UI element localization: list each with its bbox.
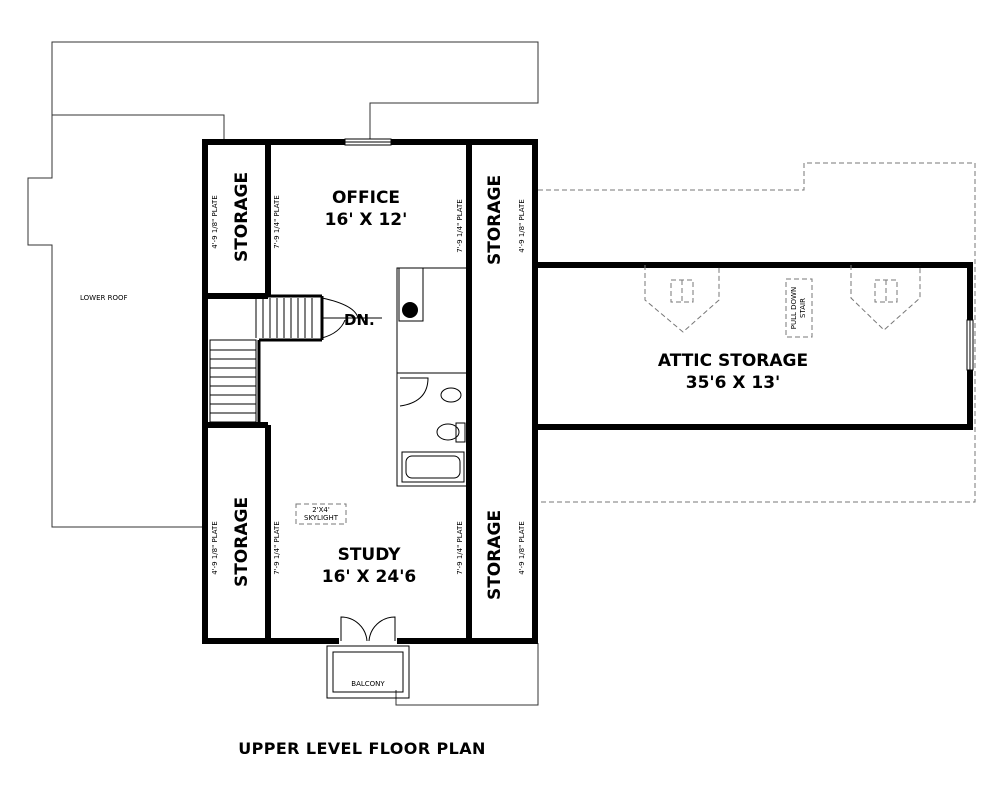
study-name: STUDY <box>338 545 402 565</box>
skylight <box>295 503 347 525</box>
plate-note-upper-right-outer: 4'-9 1/8" PLATE <box>518 199 526 253</box>
exterior-walls <box>202 139 973 644</box>
plate-note-upper-left-inner: 7'-9 1/4" PLATE <box>273 195 281 249</box>
plate-note-upper-left-outer: 4'-9 1/8" PLATE <box>211 195 219 249</box>
balcony-label: BALCONY <box>351 680 385 688</box>
study-size: 16' X 24'6 <box>322 567 417 587</box>
plate-note-lower-right-inner: 7'-9 1/4" PLATE <box>456 521 464 575</box>
plate-note-lower-right-outer: 4'-9 1/8" PLATE <box>518 521 526 575</box>
chimney <box>398 267 424 322</box>
windows <box>344 138 974 371</box>
attic-hatches <box>644 265 921 338</box>
attic-storage-name: ATTIC STORAGE <box>658 351 808 371</box>
attic-roof-outline <box>538 162 976 503</box>
office-name: OFFICE <box>332 188 400 208</box>
skylight-label-line1: 2'X4' <box>312 506 330 514</box>
lower-roof-label: LOWER ROOF <box>80 294 128 302</box>
skylight-label-line2: SKYLIGHT <box>304 514 339 522</box>
storage-label-lower-left: STORAGE <box>232 497 252 587</box>
storage-label-upper-left: STORAGE <box>232 172 252 262</box>
office-size: 16' X 12' <box>325 210 408 230</box>
bathroom <box>396 267 470 487</box>
stair <box>209 297 382 423</box>
plate-note-lower-left-outer: 4'-9 1/8" PLATE <box>211 521 219 575</box>
plate-note-lower-left-inner: 7'-9 1/4" PLATE <box>273 521 281 575</box>
plan-title: UPPER LEVEL FLOOR PLAN <box>238 739 486 758</box>
plate-note-upper-right-inner: 7'-9 1/4" PLATE <box>456 199 464 253</box>
pull-down-stair-line2: STAIR <box>799 298 807 318</box>
storage-label-upper-right: STORAGE <box>485 175 505 265</box>
stair-down-label: DN. <box>344 311 375 329</box>
balcony <box>326 616 410 699</box>
attic-storage-size: 35'6 X 13' <box>686 373 781 393</box>
storage-label-lower-right: STORAGE <box>485 510 505 600</box>
pull-down-stair-line1: PULL DOWN <box>790 287 798 329</box>
